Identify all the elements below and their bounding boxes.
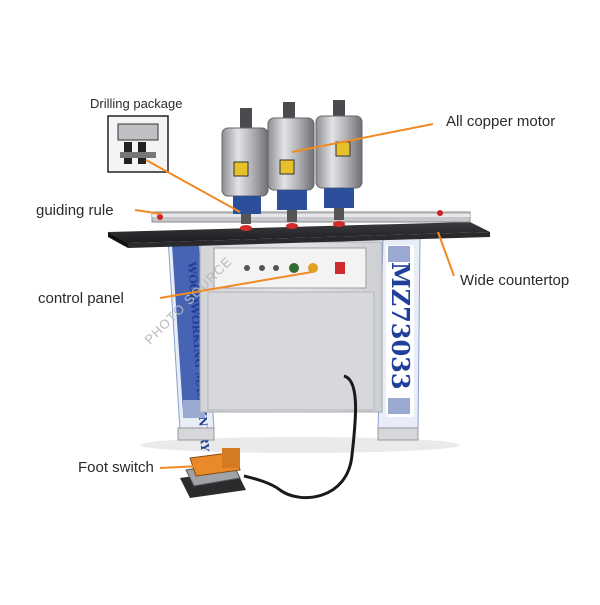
label-guiding-rule: guiding rule bbox=[36, 202, 114, 219]
countertop bbox=[108, 222, 490, 248]
right-banner-leg: MZ73033 bbox=[377, 237, 421, 431]
motor-1 bbox=[221, 108, 269, 231]
label-all-copper-motor: All copper motor bbox=[446, 113, 556, 130]
motor-3 bbox=[315, 100, 363, 227]
model-text: MZ73033 bbox=[386, 262, 415, 390]
foot-switch-cable bbox=[243, 374, 358, 499]
label-foot-switch: Foot switch bbox=[78, 459, 154, 476]
guiding-rule bbox=[151, 210, 471, 223]
motor-2 bbox=[267, 102, 315, 229]
drilling-package-inset bbox=[107, 115, 169, 173]
label-control-panel: control panel bbox=[38, 290, 124, 307]
cabinet bbox=[199, 241, 383, 413]
label-wide-countertop: Wide countertop bbox=[460, 272, 570, 289]
foot-switch bbox=[180, 448, 246, 498]
label-drilling-package: Drilling package bbox=[90, 96, 183, 111]
callout-lines bbox=[134, 123, 455, 469]
